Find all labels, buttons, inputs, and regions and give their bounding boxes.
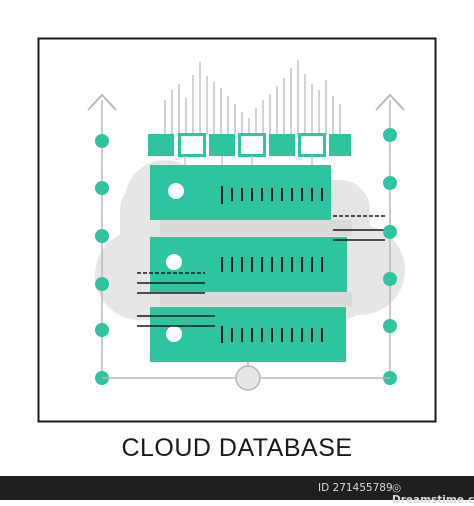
data-block-row (148, 133, 351, 157)
server-unit-1 (150, 165, 331, 220)
connector-node (95, 323, 109, 337)
annotation-lines-left (137, 272, 215, 327)
dreamstime-logo-icon: ◎ (392, 482, 402, 494)
connector-node (383, 176, 397, 190)
data-stream-lines (164, 60, 341, 135)
server-shelf (160, 220, 352, 236)
server-shelf (160, 292, 352, 306)
data-block (269, 134, 295, 156)
arrow-up-icon (375, 93, 405, 111)
server-led (166, 326, 182, 342)
connector-node (383, 128, 397, 142)
frame-border (37, 37, 437, 423)
data-block (238, 133, 266, 157)
connector-node (95, 134, 109, 148)
data-block (329, 134, 351, 156)
bottom-connector (102, 362, 390, 391)
connector-node (383, 225, 397, 239)
arrow-up-icon (87, 93, 117, 111)
connector-node (95, 229, 109, 243)
connector-node (95, 181, 109, 195)
connector-node (383, 319, 397, 333)
connector-node (383, 272, 397, 286)
data-block (209, 134, 235, 156)
caption-title: CLOUD DATABASE (121, 434, 353, 462)
server-led (168, 183, 184, 199)
image-id: ID 271455789 (318, 482, 393, 494)
data-block (298, 133, 326, 157)
watermark-bar: ID 271455789 ◎Dreamstime.com (0, 476, 474, 506)
data-block (148, 134, 174, 156)
server-led (166, 254, 182, 270)
data-block (178, 133, 206, 157)
annotation-lines-right (333, 215, 385, 241)
left-connector (87, 93, 117, 385)
connector-node (95, 277, 109, 291)
hub-node (235, 365, 261, 391)
watermark-logo-text: Dreamstime.com (392, 494, 474, 506)
right-connector (375, 93, 405, 385)
watermark-logo: ◎Dreamstime.com (392, 482, 474, 506)
